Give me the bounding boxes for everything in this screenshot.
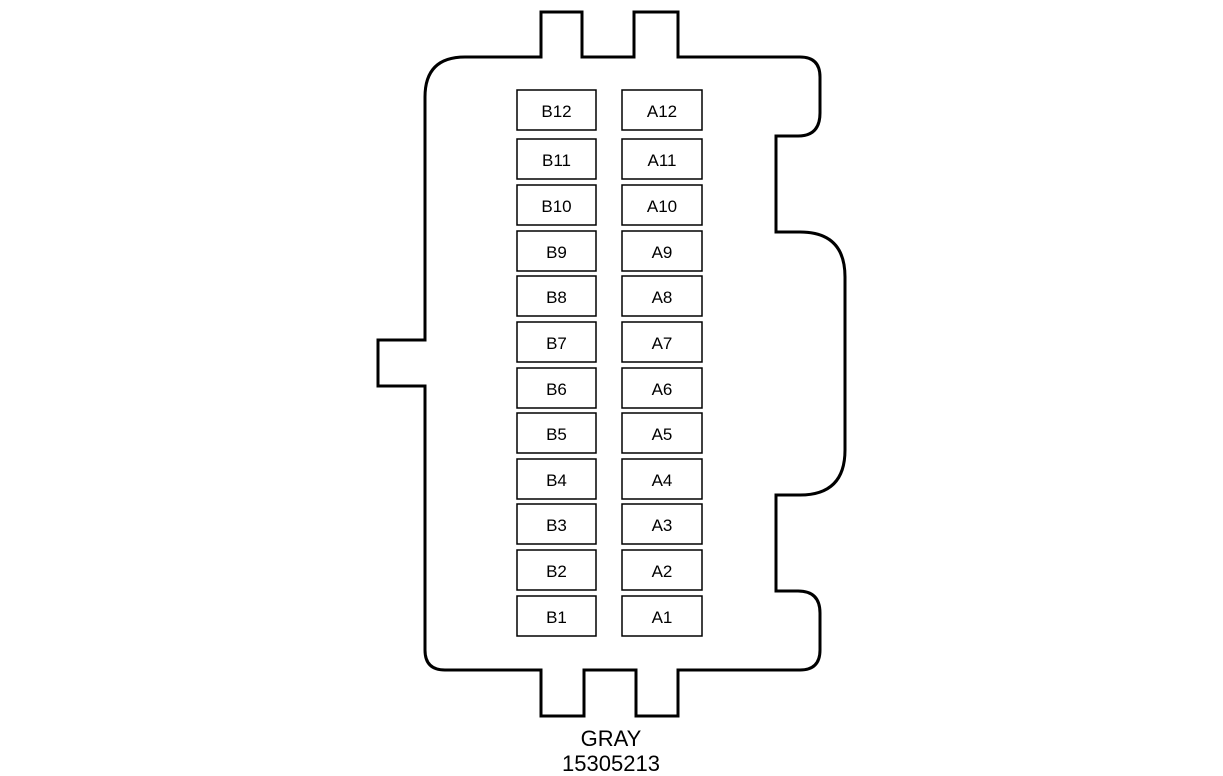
terminal-cavity-b11 <box>516 138 597 180</box>
terminal-cavity-b3 <box>516 503 597 545</box>
terminal-label-a4: A4 <box>652 471 673 490</box>
terminal-label-b10: B10 <box>541 197 571 216</box>
terminal-label-a7: A7 <box>652 334 673 353</box>
terminal-cavity-a6 <box>621 367 703 409</box>
terminal-cavity-a10 <box>621 184 703 226</box>
terminal-label-a1: A1 <box>652 608 673 627</box>
terminal-cavity-b2 <box>516 549 597 591</box>
terminal-label-a11: A11 <box>648 151 677 170</box>
terminal-cavity-b9 <box>516 230 597 272</box>
terminal-label-b4: B4 <box>546 471 567 490</box>
terminal-cavity-a1 <box>621 595 703 637</box>
terminal-label-b1: B1 <box>546 608 567 627</box>
terminal-cavity-b10 <box>516 184 597 226</box>
terminal-label-a6: A6 <box>652 380 673 399</box>
terminal-cavity-a3 <box>621 503 703 545</box>
terminal-cavity-b8 <box>516 275 597 317</box>
terminal-cavity-b12 <box>516 89 597 131</box>
connector-color-label: GRAY <box>580 726 642 751</box>
terminal-cavity-b7 <box>516 321 597 363</box>
terminal-label-b9: B9 <box>546 243 567 262</box>
terminal-label-a12: A12 <box>647 102 677 121</box>
terminal-label-b3: B3 <box>546 516 567 535</box>
terminal-label-a3: A3 <box>652 516 673 535</box>
terminal-label-a10: A10 <box>647 197 677 216</box>
terminal-cavity-a5 <box>621 412 703 454</box>
terminal-label-a8: A8 <box>652 288 673 307</box>
terminal-cavity-a9 <box>621 230 703 272</box>
terminal-cavity-a2 <box>621 549 703 591</box>
connector-housing-outline <box>376 10 847 718</box>
terminal-cavity-b1 <box>516 595 597 637</box>
terminal-cavity-b6 <box>516 367 597 409</box>
terminal-label-b6: B6 <box>546 380 567 399</box>
terminal-label-a5: A5 <box>652 425 673 444</box>
terminal-cavity-a7 <box>621 321 703 363</box>
terminal-cavity-b4 <box>516 458 597 500</box>
terminal-label-a9: A9 <box>652 243 673 262</box>
terminal-cavity-a12 <box>621 89 703 131</box>
terminal-label-b12: B12 <box>541 102 571 121</box>
terminal-label-b7: B7 <box>546 334 567 353</box>
terminal-cavity-a4 <box>621 458 703 500</box>
terminal-cavity-b5 <box>516 412 597 454</box>
connector-part-number: 15305213 <box>562 751 660 776</box>
terminal-label-b2: B2 <box>546 562 567 581</box>
terminal-label-b8: B8 <box>546 288 567 307</box>
terminal-label-b5: B5 <box>546 425 567 444</box>
terminal-cavity-a11 <box>621 138 703 180</box>
terminal-cavity-a8 <box>621 275 703 317</box>
terminal-label-b11: B11 <box>542 151 571 170</box>
terminal-label-a2: A2 <box>652 562 673 581</box>
